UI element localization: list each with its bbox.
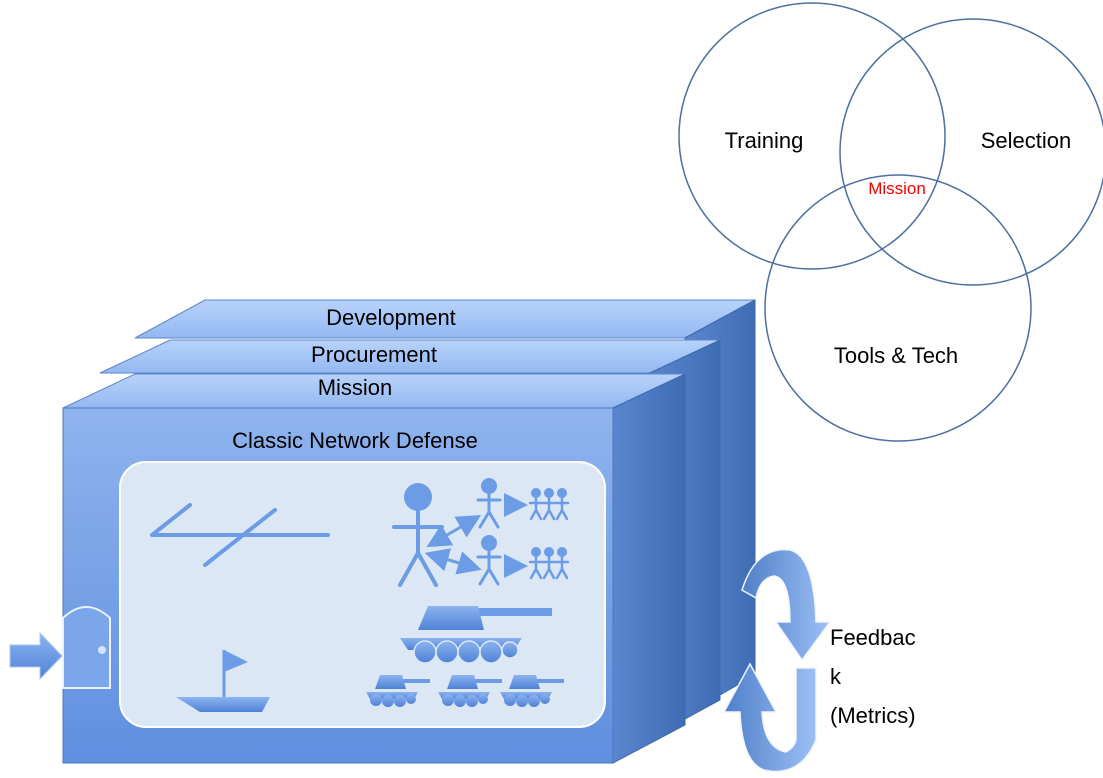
team-group-icon [528,488,570,521]
venn-circle-training [678,2,946,270]
feedback-label-line-1: Feedbac [830,625,916,650]
venn-circle-tools [764,174,1032,442]
small-tank-icon [366,675,430,707]
network-lines-icon [150,503,330,567]
small-tank-icon [500,675,564,707]
layer-mission-label: Mission [318,375,393,400]
venn-label-selection: Selection [981,128,1072,153]
front-title: Classic Network Defense [232,428,478,453]
sailboat-icon [176,650,270,712]
feedback-label-line-2: k [830,664,842,689]
feedback-label: Feedbac k (Metrics) [830,625,916,728]
team-group-icon [528,547,570,580]
venn-label-training: Training [725,128,804,153]
entry-arrow-icon [9,631,63,681]
venn-label-mission: Mission [868,179,926,198]
layered-box: Development Procurement Mission Classic … [62,299,756,764]
small-tank-icon [438,675,502,707]
large-tank-icon [400,606,552,664]
org-chart-icon [392,478,528,587]
feedback-cycle-arrow-icon [722,548,832,773]
layer-development-label: Development [326,305,456,330]
layer-procurement-label: Procurement [311,342,437,367]
venn-label-tools: Tools & Tech [834,343,958,368]
door-icon [62,606,111,689]
feedback-label-line-3: (Metrics) [830,703,916,728]
venn-diagram: Training Selection Tools & Tech Mission [678,2,1103,442]
venn-circle-selection [839,18,1103,286]
